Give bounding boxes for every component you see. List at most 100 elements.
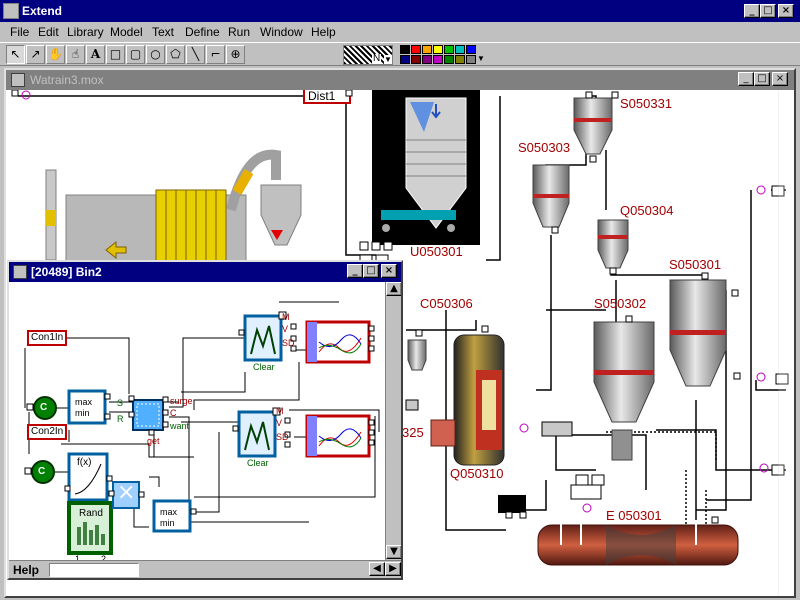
stats-block-1[interactable] [243,311,287,362]
silo-q050304[interactable] [597,219,629,269]
dist1-label: Dist1 [308,90,336,103]
constant-block-c1[interactable] [26,396,57,420]
menu-define[interactable]: Define [185,25,220,39]
app-minimize-button[interactable]: _ [744,4,760,18]
color-swatch-yellow[interactable] [433,45,443,54]
oval-tool-icon[interactable]: ○ [146,45,165,64]
constant-c1-label: C [40,402,48,413]
silo-s050302[interactable] [593,321,655,461]
hand-tool-icon[interactable]: ✋ [46,45,65,64]
drum-e050301[interactable] [537,520,739,566]
scroll-down-button[interactable]: ▼ [386,545,401,559]
constant-block-c2[interactable] [24,460,55,484]
app-title: Extend [22,4,63,18]
rand-label: Rand [79,508,103,519]
app-title-bar[interactable]: Extend _ □ × [0,0,800,22]
color-swatch-black[interactable] [400,45,410,54]
scroll-up-button[interactable]: ▲ [386,282,401,296]
label-u050301: U050301 [410,244,463,259]
label-s050331: S050331 [620,96,673,111]
stats1-m-label: M [282,312,290,322]
bin2-canvas[interactable]: Con1In Con2In C C max min max min f(x) R… [9,282,401,560]
hscroll-left-button[interactable]: ◀ [369,562,385,576]
maxmin2-min-label: min [160,518,175,528]
vertical-scrollbar[interactable] [778,90,794,596]
silo-s050303[interactable] [532,164,570,228]
bin2-close-button[interactable]: × [381,264,397,278]
color-swatch-olive[interactable] [455,55,465,64]
con2-input-block[interactable]: Con2In [27,424,68,440]
model-window-title-bar[interactable]: Watrain3.mox _ □ × [6,70,794,90]
color-swatch-orange[interactable] [422,45,432,54]
bin2-block-ports [64,323,375,515]
app-close-button[interactable]: × [778,4,794,18]
menu-help[interactable]: Help [311,25,336,39]
bin2-minimize-button[interactable]: _ [347,264,363,278]
color-swatch-red[interactable] [411,45,421,54]
random-block[interactable] [67,501,113,555]
cyclone-c050306[interactable] [407,339,427,371]
silo-s050331[interactable] [573,97,613,155]
line-tool-icon[interactable]: ╲ [186,45,205,64]
color-swatch-green[interactable] [444,45,454,54]
label-s050303: S050303 [518,140,571,155]
boiler-q050310[interactable] [430,334,526,513]
plotter-block-1[interactable] [305,320,371,364]
color-swatch-magenta[interactable] [433,55,443,64]
bin2-maximize-button[interactable]: □ [363,264,379,278]
model-window-title: Watrain3.mox [30,73,104,87]
help-field[interactable] [49,563,139,577]
color-swatch-gray[interactable] [466,55,476,64]
connector-tool-icon[interactable]: ⌐ [206,45,225,64]
menu-window[interactable]: Window [260,25,303,39]
hopper-u050301-graphic[interactable] [372,90,480,245]
app-maximize-button[interactable]: □ [760,4,776,18]
color-swatch-darkgreen[interactable] [444,55,454,64]
model-minimize-button[interactable]: _ [738,72,754,86]
pattern-label: N [372,53,382,64]
arrow-tool-icon[interactable]: ↖ [6,45,25,64]
dotted-connections [606,431,717,530]
bin2-document-icon[interactable] [13,265,27,279]
text-tool-icon[interactable]: A [86,45,105,64]
color-palette[interactable]: ▼ [400,45,488,65]
polygon-tool-icon[interactable]: ⬠ [166,45,185,64]
extend-app-icon[interactable] [3,3,19,19]
link-tool-icon[interactable]: ↗ [26,45,45,64]
queue-block[interactable] [132,399,164,431]
color-swatch-navy[interactable] [400,55,410,64]
menu-library[interactable]: Library [67,25,104,39]
color-swatch-cyan[interactable] [455,45,465,54]
stats2-sd-label: SD [276,432,289,442]
menu-run[interactable]: Run [228,25,251,39]
model-document-icon[interactable] [11,73,25,87]
plotter-block-2[interactable] [305,414,371,458]
chevron-down-icon[interactable]: ▼ [477,54,485,63]
silo-s050301[interactable] [669,279,727,387]
maxmin-block-1[interactable] [67,389,107,425]
con1-input-block[interactable]: Con1In [27,330,68,346]
rectangle-tool-icon[interactable]: □ [106,45,125,64]
clone-tool-icon[interactable]: ☝ [66,45,85,64]
menu-edit[interactable]: Edit [38,25,59,39]
port-surge-label: surge [170,396,193,406]
model-close-button[interactable]: × [772,72,788,86]
bin2-vertical-scrollbar[interactable]: ▲ ▼ [385,282,401,560]
rounded-rect-tool-icon[interactable]: ▢ [126,45,145,64]
maxmin1-max-label: max [75,397,93,407]
hscroll-right-button[interactable]: ▶ [385,562,401,576]
zoom-tool-icon[interactable]: ⊕ [226,45,245,64]
color-swatch-maroon[interactable] [411,55,421,64]
pattern-selector[interactable]: N ▼ [343,45,393,65]
menu-text[interactable]: Text [152,25,175,39]
stats-block-2[interactable] [237,407,281,458]
bin2-title-bar[interactable]: [20489] Bin2 _ □ × [9,262,401,282]
model-maximize-button[interactable]: □ [754,72,770,86]
menu-model[interactable]: Model [110,25,143,39]
color-swatch-blue[interactable] [466,45,476,54]
maxmin-block-2[interactable] [152,499,192,533]
color-swatch-purple[interactable] [422,55,432,64]
tool-palette: ↖ ↗ ✋ ☝ A □ ▢ ○ ⬠ ╲ ⌐ ⊕ N ▼ [0,42,800,66]
menu-file[interactable]: File [10,25,30,39]
